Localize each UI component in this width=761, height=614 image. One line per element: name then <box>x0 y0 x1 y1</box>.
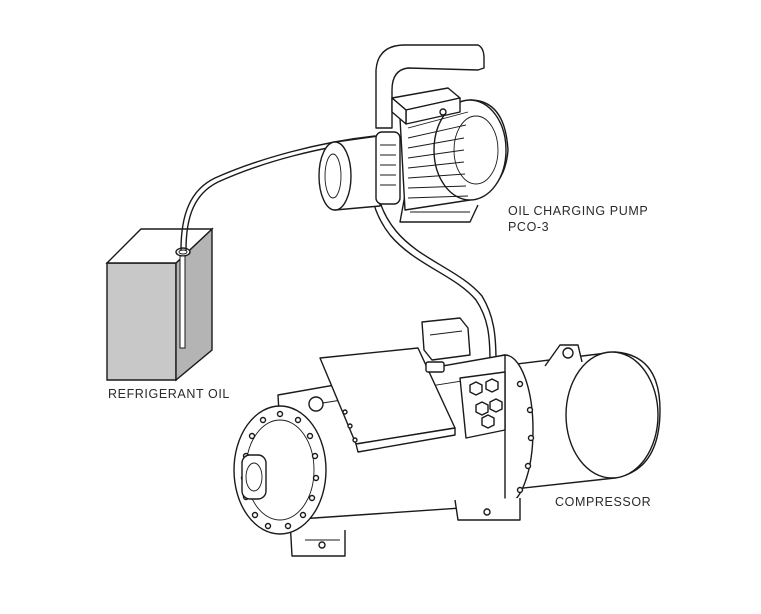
pump-name-text: OIL CHARGING PUMP <box>508 204 649 218</box>
compressor <box>233 317 661 557</box>
compressor-label: COMPRESSOR <box>555 495 652 509</box>
pump-model-text: PCO-3 <box>508 220 550 234</box>
oil-charging-pump <box>318 44 509 223</box>
refrigerant-oil-container <box>105 227 214 382</box>
refrigerant-oil-label: REFRIGERANT OIL <box>108 387 230 401</box>
oil-charging-pump-label: OIL CHARGING PUMP PCO-3 <box>508 203 648 235</box>
